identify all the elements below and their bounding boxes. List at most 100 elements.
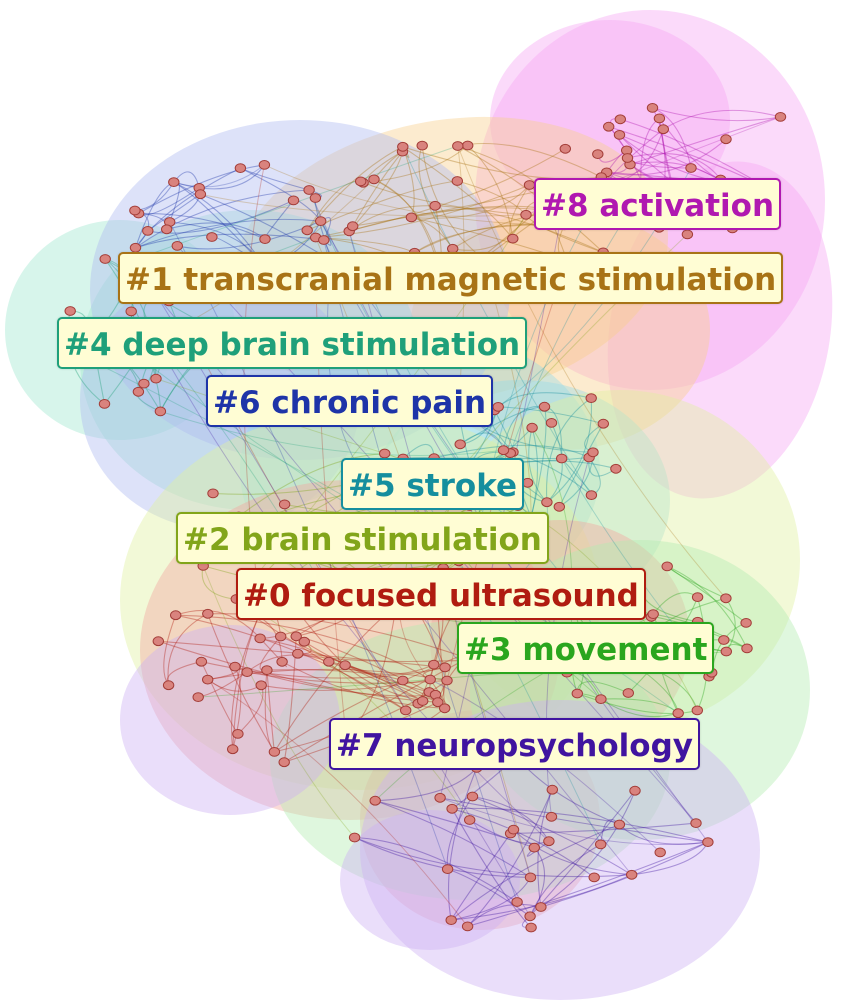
network-node-c1[interactable] <box>301 225 313 236</box>
cluster-label-7-neuropsychology[interactable]: #7 neuropsychology <box>329 718 700 770</box>
network-node-c7[interactable] <box>461 921 474 932</box>
network-node-c5[interactable] <box>454 439 466 450</box>
network-node-c8[interactable] <box>681 229 694 240</box>
network-node-c4[interactable] <box>132 386 145 397</box>
network-node-c6[interactable] <box>258 160 271 170</box>
network-node-c4[interactable] <box>150 373 162 384</box>
network-node-c0[interactable] <box>202 608 214 619</box>
network-node-c0[interactable] <box>323 656 335 667</box>
network-node-c7[interactable] <box>629 785 641 796</box>
network-node-c3[interactable] <box>691 705 703 716</box>
network-node-c8[interactable] <box>657 124 669 135</box>
network-node-c8[interactable] <box>614 114 626 125</box>
cluster-label-1-transcranial-magnetic-stimulation[interactable]: #1 transcranial magnetic stimulation <box>118 252 784 304</box>
network-node-c3[interactable] <box>661 561 673 572</box>
network-node-c3[interactable] <box>741 643 753 654</box>
network-node-c3[interactable] <box>740 618 752 628</box>
network-node-c2[interactable] <box>278 499 291 510</box>
network-node-c8[interactable] <box>603 121 615 132</box>
network-node-c3[interactable] <box>720 593 732 604</box>
network-node-c0[interactable] <box>232 729 244 739</box>
network-node-c0[interactable] <box>254 633 266 644</box>
network-node-c0[interactable] <box>275 631 287 642</box>
network-node-c7[interactable] <box>595 839 607 850</box>
network-node-c2[interactable] <box>379 448 391 459</box>
network-node-c0[interactable] <box>339 660 351 671</box>
network-node-c6[interactable] <box>315 216 327 227</box>
network-node-c5[interactable] <box>497 445 510 456</box>
network-node-c3[interactable] <box>595 694 607 704</box>
network-node-c7[interactable] <box>613 819 626 830</box>
network-node-c7[interactable] <box>434 792 446 803</box>
network-node-c5[interactable] <box>556 453 568 464</box>
network-node-c3[interactable] <box>571 688 583 699</box>
network-node-c7[interactable] <box>511 897 523 907</box>
network-node-c6[interactable] <box>318 235 330 245</box>
network-node-c4[interactable] <box>64 306 76 316</box>
network-node-c0[interactable] <box>428 659 440 670</box>
network-node-c4[interactable] <box>125 306 137 317</box>
cluster-label-2-brain-stimulation[interactable]: #2 brain stimulation <box>176 512 549 564</box>
network-node-c1[interactable] <box>416 140 428 151</box>
network-node-c4[interactable] <box>99 254 111 264</box>
network-node-c0[interactable] <box>202 674 214 685</box>
network-node-c8[interactable] <box>685 163 697 173</box>
network-node-c7[interactable] <box>464 815 476 825</box>
network-node-c4[interactable] <box>138 378 150 389</box>
network-node-c0[interactable] <box>192 692 204 702</box>
cluster-label-4-deep-brain-stimulation[interactable]: #4 deep brain stimulation <box>57 317 528 369</box>
network-node-c4[interactable] <box>154 406 167 417</box>
network-node-c8[interactable] <box>646 103 659 113</box>
network-node-c0[interactable] <box>227 744 239 755</box>
network-node-c2[interactable] <box>207 488 219 499</box>
network-node-c5[interactable] <box>553 501 565 512</box>
network-node-c6[interactable] <box>234 163 247 174</box>
network-node-c6[interactable] <box>287 195 300 206</box>
network-node-c7[interactable] <box>441 864 454 874</box>
network-node-c3[interactable] <box>622 688 634 698</box>
network-node-c1[interactable] <box>507 233 519 244</box>
network-node-c0[interactable] <box>268 747 281 757</box>
network-node-c7[interactable] <box>528 842 540 853</box>
network-node-c5[interactable] <box>538 401 551 412</box>
network-node-c8[interactable] <box>592 149 604 160</box>
network-node-c8[interactable] <box>621 153 634 163</box>
network-node-c6[interactable] <box>129 205 141 216</box>
network-node-c1[interactable] <box>462 140 474 151</box>
network-node-c7[interactable] <box>445 915 457 925</box>
network-node-c7[interactable] <box>702 837 714 847</box>
network-node-c4[interactable] <box>98 399 111 409</box>
network-node-c0[interactable] <box>400 705 412 716</box>
network-node-c7[interactable] <box>369 795 381 806</box>
network-node-c7[interactable] <box>348 832 361 843</box>
network-node-c7[interactable] <box>545 811 558 822</box>
network-node-c7[interactable] <box>588 872 600 883</box>
network-node-c7[interactable] <box>525 922 537 933</box>
network-node-c0[interactable] <box>276 656 288 667</box>
network-node-c0[interactable] <box>397 675 409 686</box>
network-node-c8[interactable] <box>720 134 732 145</box>
network-node-c6[interactable] <box>303 185 315 195</box>
network-node-c1[interactable] <box>368 174 380 185</box>
network-node-c7[interactable] <box>524 911 536 922</box>
network-node-c3[interactable] <box>647 609 659 619</box>
cluster-label-8-activation[interactable]: #8 activation <box>534 178 782 230</box>
network-node-c8[interactable] <box>653 113 666 124</box>
network-node-c5[interactable] <box>585 393 597 404</box>
cluster-label-6-chronic-pain[interactable]: #6 chronic pain <box>206 375 494 427</box>
network-node-c6[interactable] <box>206 232 218 242</box>
network-node-c5[interactable] <box>545 418 558 428</box>
network-node-c0[interactable] <box>439 662 451 673</box>
network-node-c6[interactable] <box>259 234 271 245</box>
network-node-c1[interactable] <box>405 212 418 223</box>
network-node-c5[interactable] <box>492 402 504 412</box>
network-node-c6[interactable] <box>168 177 180 188</box>
network-node-c5[interactable] <box>597 418 609 429</box>
network-node-c0[interactable] <box>170 610 182 621</box>
network-node-c0[interactable] <box>195 656 208 667</box>
network-node-c3[interactable] <box>672 708 684 719</box>
network-node-c0[interactable] <box>298 636 310 647</box>
network-node-c5[interactable] <box>587 447 599 458</box>
cluster-label-0-focused-ultrasound[interactable]: #0 focused ultrasound <box>236 568 646 620</box>
network-node-c0[interactable] <box>432 697 444 708</box>
